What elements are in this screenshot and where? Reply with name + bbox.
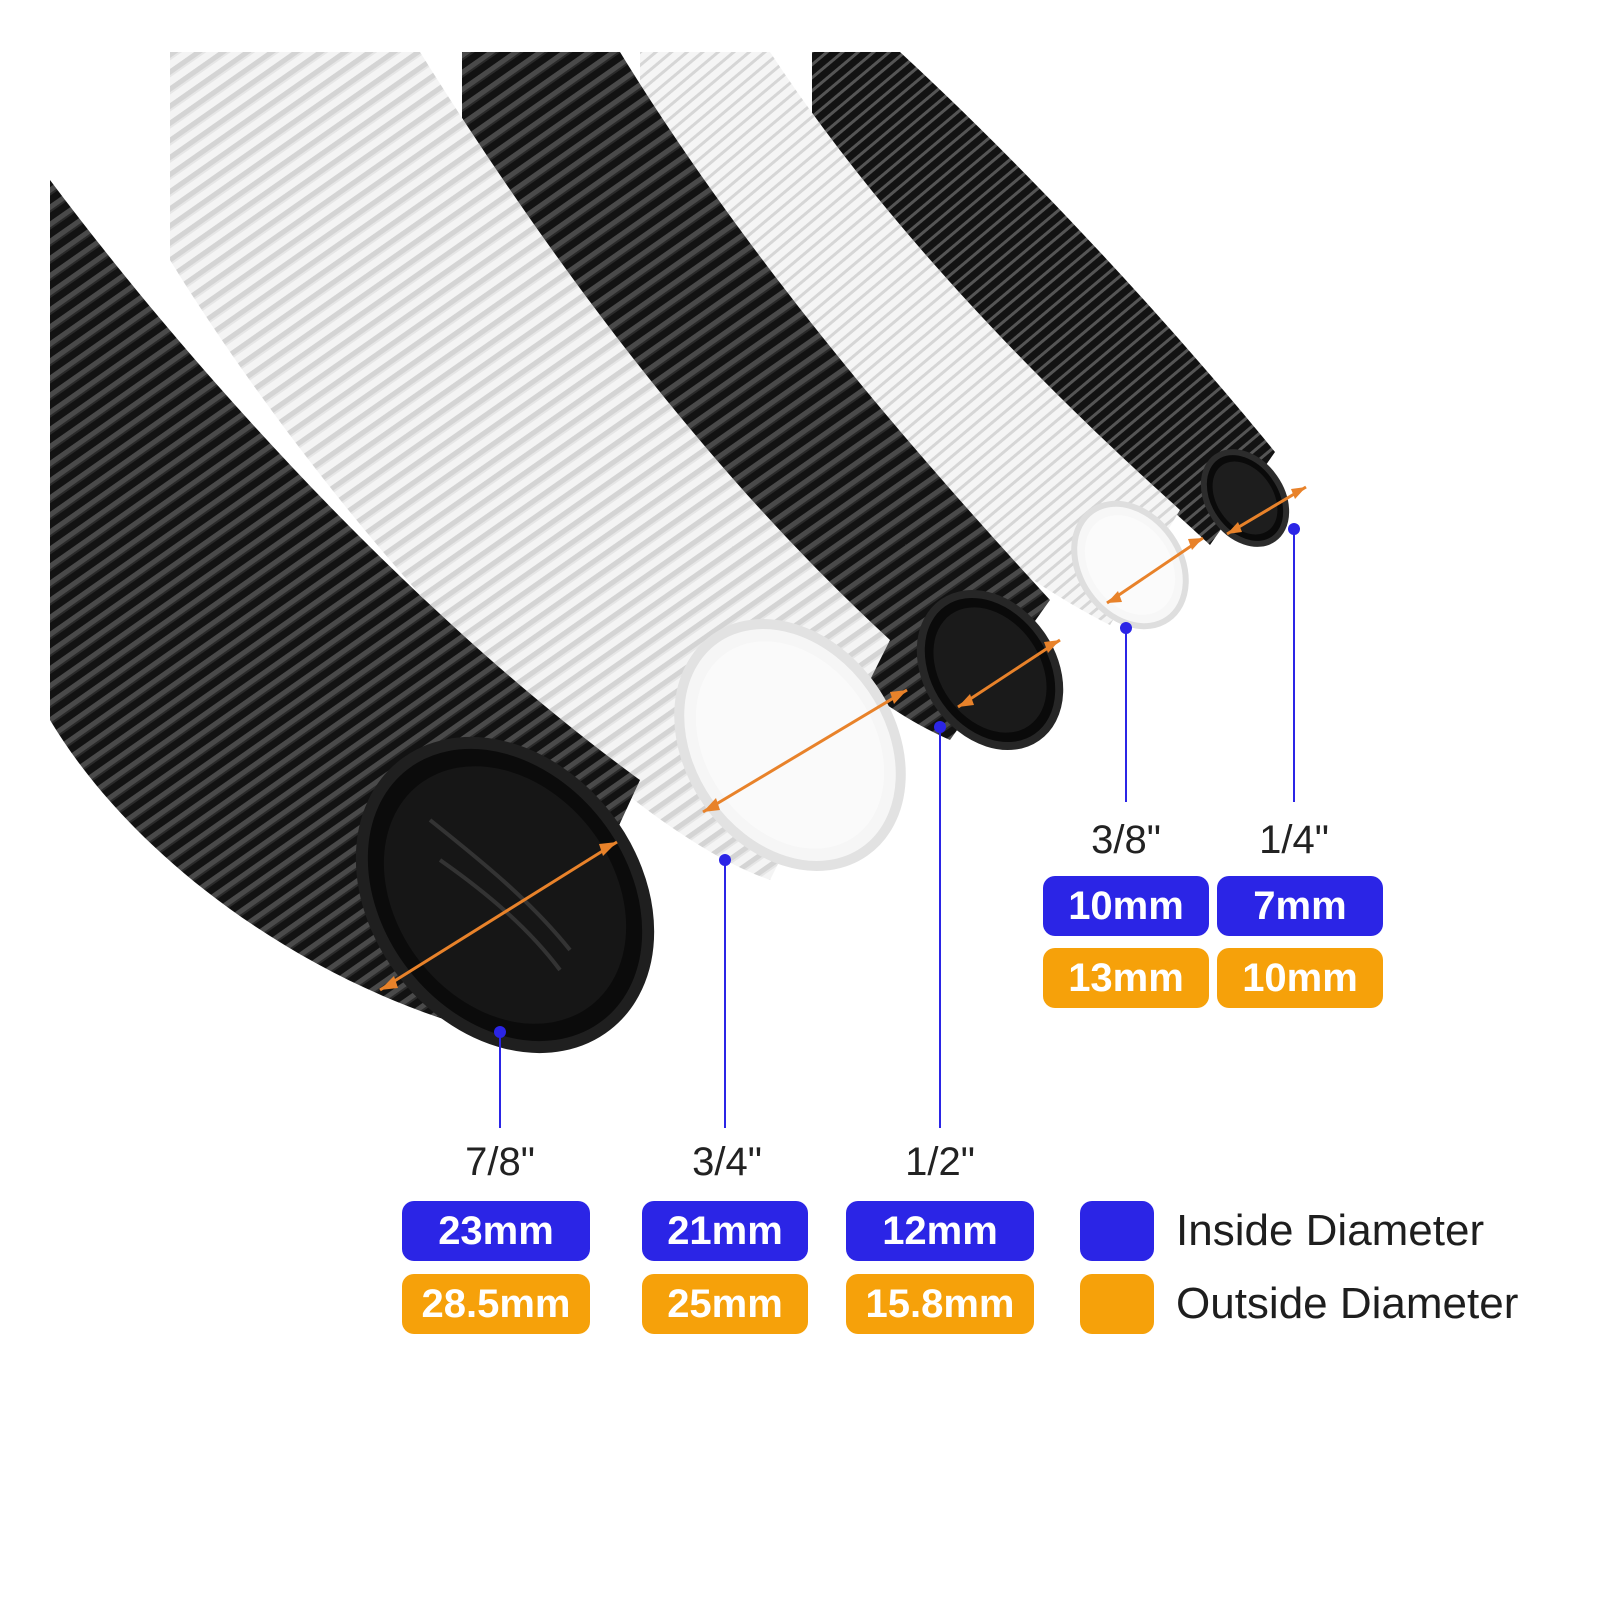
leader-dots	[494, 523, 1300, 1038]
inside-diameter-7-8: 23mm	[402, 1201, 590, 1261]
size-label-3-4: 3/4"	[692, 1140, 762, 1184]
tube-half-inch	[462, 52, 1064, 751]
size-label-1-4: 1/4"	[1259, 818, 1329, 862]
outside-diameter-3-8: 13mm	[1043, 948, 1209, 1008]
measure-arrowheads	[380, 487, 1306, 990]
measure-arrow-7-8	[379, 840, 618, 992]
legend-swatch-inside	[1080, 1201, 1154, 1261]
tube-quarter-inch	[812, 52, 1290, 547]
size-label-1-2: 1/2"	[905, 1140, 975, 1184]
legend-label-outside: Outside Diameter	[1176, 1279, 1519, 1328]
measure-arrow-1-2	[957, 638, 1061, 709]
inside-diameter-3-8: 10mm	[1043, 876, 1209, 936]
outside-diameter-3-4: 25mm	[642, 1274, 808, 1334]
size-label-3-8: 3/8"	[1091, 818, 1161, 862]
inside-diameter-1-2: 12mm	[846, 1201, 1034, 1261]
measure-arrow-3-8	[1106, 536, 1204, 605]
inside-diameter-3-4: 21mm	[642, 1201, 808, 1261]
legend-label-inside: Inside Diameter	[1176, 1206, 1485, 1255]
size-label-7-8: 7/8"	[465, 1140, 535, 1184]
outside-diameter-1-2: 15.8mm	[846, 1274, 1034, 1334]
outside-diameter-1-4: 10mm	[1217, 948, 1383, 1008]
leader-lines	[499, 529, 1295, 1128]
inside-diameter-1-4: 7mm	[1217, 876, 1383, 936]
measure-arrow-3-4	[702, 688, 908, 814]
tube-three-quarter-inch	[170, 52, 906, 880]
legend-swatch-outside	[1080, 1274, 1154, 1334]
measure-arrow-1-4	[1226, 485, 1307, 536]
tube-three-eighths-inch	[640, 52, 1189, 630]
measure-arrows	[379, 485, 1307, 992]
outside-diameter-7-8: 28.5mm	[402, 1274, 590, 1334]
tube-seven-eighths-inch	[50, 180, 655, 1054]
